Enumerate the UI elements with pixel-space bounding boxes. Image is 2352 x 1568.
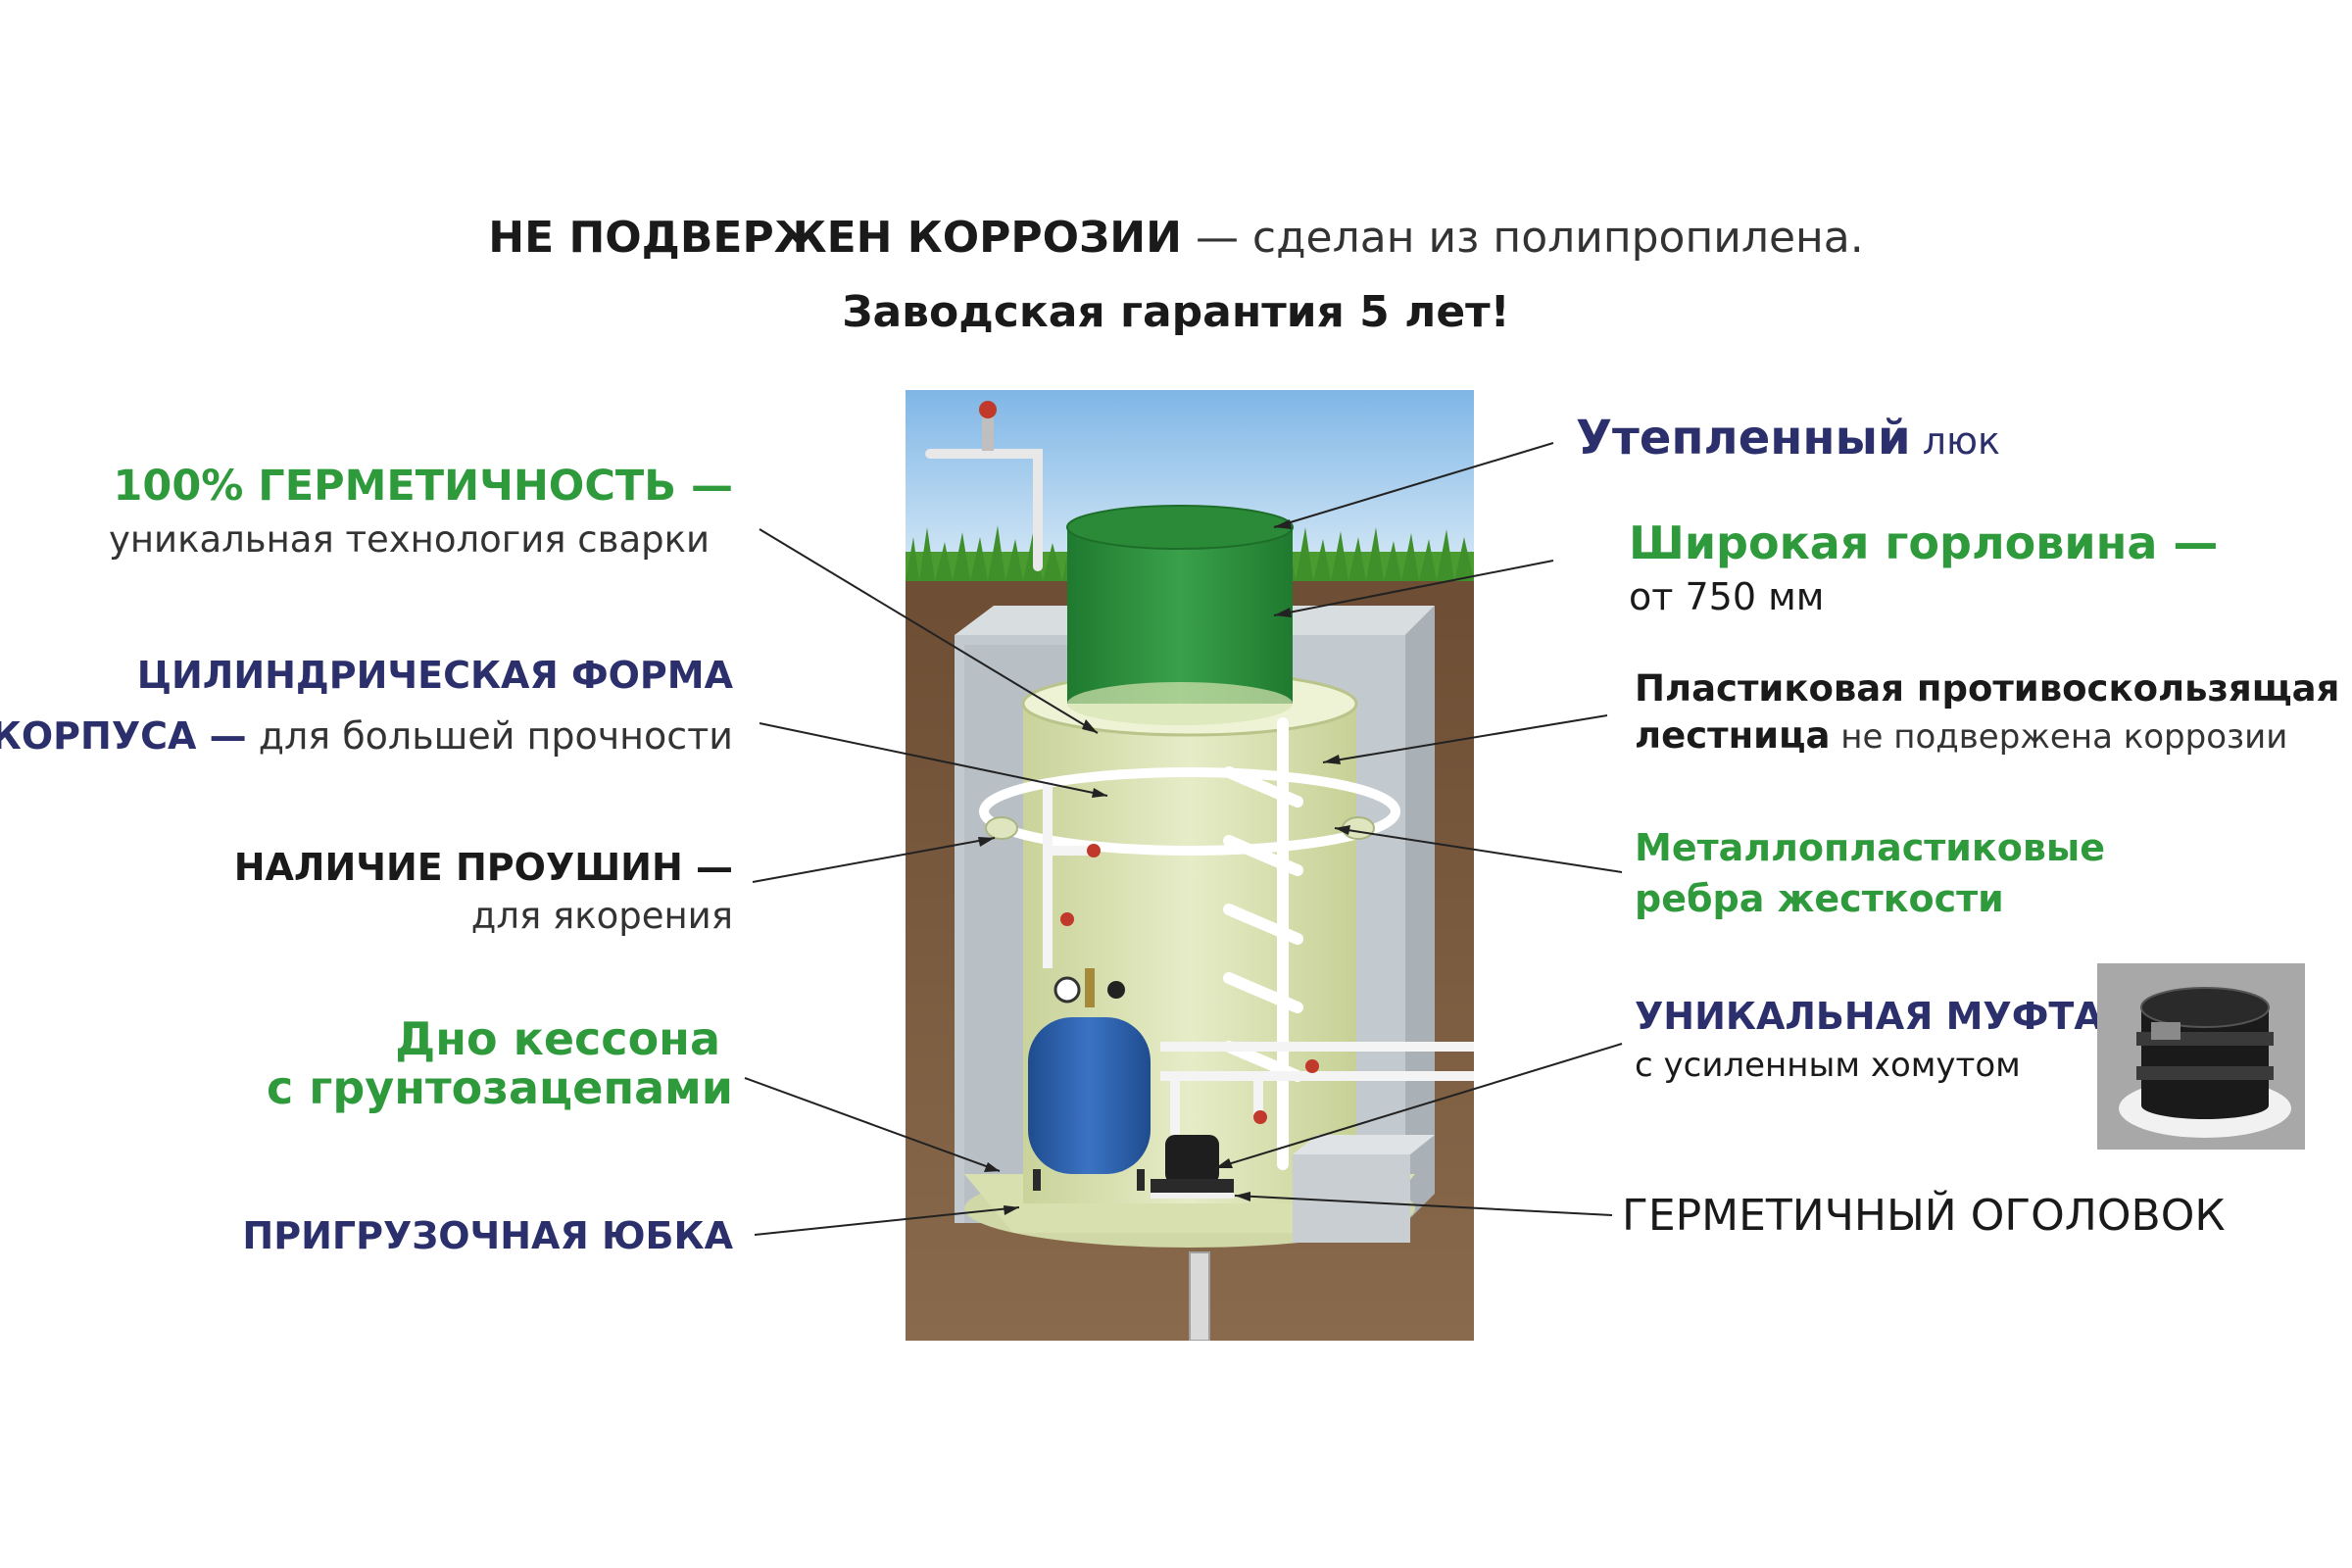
hermetic-title: 100% ГЕРМЕТИЧНОСТЬ — xyxy=(113,462,733,511)
header-bold-text: НЕ ПОДВЕРЖЕН КОРРОЗИИ xyxy=(488,213,1182,263)
pressure-gauge xyxy=(1054,976,1081,1004)
wellhead-title: ГЕРМЕТИЧНЫЙ ОГОЛОВОК xyxy=(1622,1191,2226,1241)
hatch-bold: Утепленный xyxy=(1576,411,1911,466)
ladder-rest: не подвержена коррозии xyxy=(1830,717,2288,757)
pressure-switch xyxy=(1085,968,1095,1007)
caisson-diagram xyxy=(906,390,1474,1341)
coupling-photo xyxy=(2097,963,2305,1150)
lugs-title: НАЛИЧИЕ ПРОУШИН — xyxy=(233,846,733,889)
faucet-valve xyxy=(982,412,994,451)
bottom-title-2: с грунтозацепами xyxy=(267,1061,733,1114)
neck-desc: от 750 мм xyxy=(1629,575,1825,618)
ladder-title: Пластиковая противоскользящая xyxy=(1635,667,2340,710)
ladder-bold: лестница xyxy=(1635,714,1831,757)
warranty-text: Заводская гарантия 5 лет! xyxy=(842,287,1510,337)
cylinder-title: ЦИЛИНДРИЧЕСКАЯ ФОРМА xyxy=(136,654,733,697)
pressure-switch-cap xyxy=(1107,981,1125,999)
header-rest-text: — сделан из полипропилена. xyxy=(1181,213,1864,263)
anchor-lug-left xyxy=(985,816,1018,840)
well-casing xyxy=(1189,1251,1210,1341)
ribs-title-1: Металлопластиковые xyxy=(1635,826,2106,869)
expansion-tank xyxy=(1028,1017,1151,1191)
anchor-lug-right xyxy=(1342,816,1375,840)
coupling-title: УНИКАЛЬНАЯ МУФТА xyxy=(1635,995,2103,1038)
insulated-hatch xyxy=(1066,505,1294,725)
cylinder-line2: КОРПУСА — для большей прочности xyxy=(0,714,733,759)
skirt-title: ПРИГРУЗОЧНАЯ ЮБКА xyxy=(242,1214,733,1257)
wellhead xyxy=(1151,1135,1234,1199)
bottom-title-1: Дно кессона xyxy=(395,1012,720,1065)
header-line-1: НЕ ПОДВЕРЖЕН КОРРОЗИИ — сделан из полипр… xyxy=(0,213,2352,264)
cylinder-bold: КОРПУСА — xyxy=(0,714,247,758)
hermetic-title-text: 100% ГЕРМЕТИЧНОСТЬ — xyxy=(113,462,733,511)
neck-title: Широкая горловина — xyxy=(1629,516,2219,569)
hatch-label: Утепленный люк xyxy=(1576,411,2000,466)
coupling-desc: с усиленным хомутом xyxy=(1635,1046,2021,1085)
cylinder-rest: для большей прочности xyxy=(246,714,733,758)
ribs-title-2: ребра жесткости xyxy=(1635,877,2004,920)
lugs-desc: для якорения xyxy=(470,895,733,937)
stiffening-rib xyxy=(979,767,1400,856)
ladder-line2: лестница не подвержена коррозии xyxy=(1635,714,2288,758)
hatch-rest: люк xyxy=(1910,419,2000,463)
faucet-handle xyxy=(979,401,997,418)
hermetic-desc: уникальная технология сварки xyxy=(108,518,710,561)
